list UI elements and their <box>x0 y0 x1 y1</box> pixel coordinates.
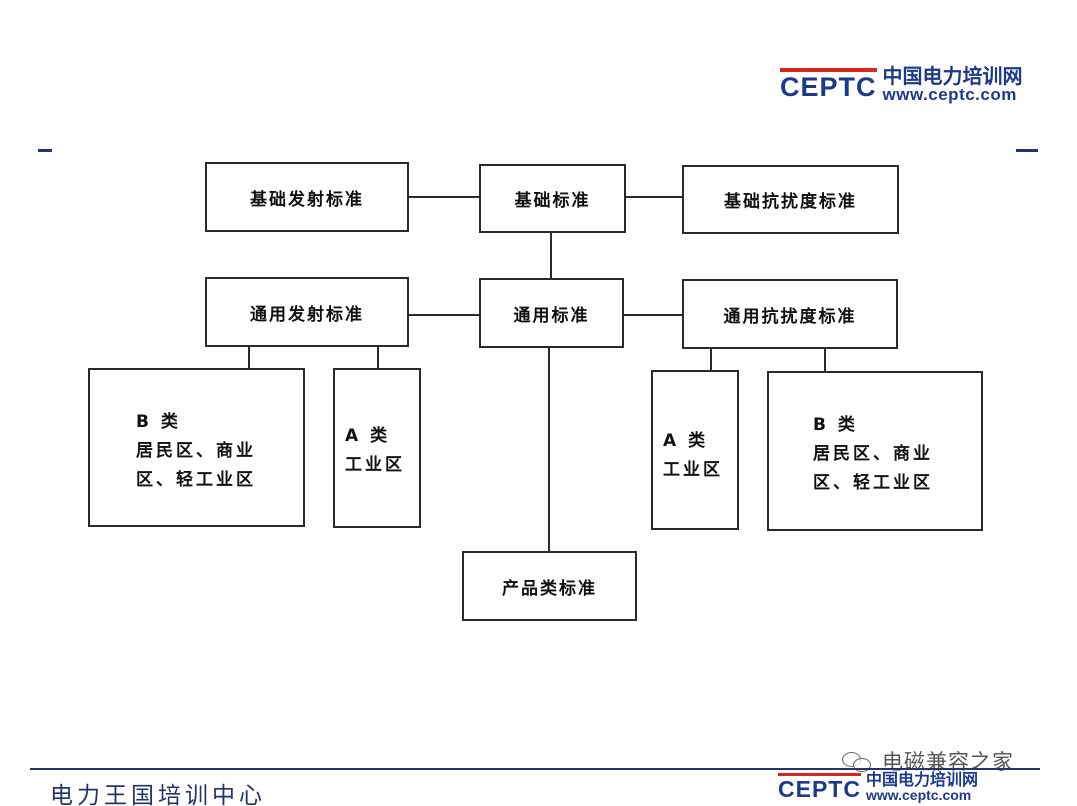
right-class-a-box: A 类 工业区 <box>651 370 739 530</box>
connector-immunity-class-a <box>710 348 712 371</box>
footer-logo: CEPTC 中国电力培训网 www.ceptc.com <box>778 771 978 803</box>
connector-basic-generic <box>550 232 552 278</box>
left-class-b-box: B 类 居民区、商业 区、轻工业区 <box>88 368 305 527</box>
generic-emission-standard-label: 通用发射标准 <box>250 304 364 325</box>
ceptc-logo-mark: CEPTC <box>780 66 877 104</box>
logo-url: www.ceptc.com <box>882 85 1017 104</box>
product-standard-label: 产品类标准 <box>502 578 597 599</box>
footer-ceptc-logo-mark: CEPTC <box>778 772 861 803</box>
basic-emission-standard-label: 基础发射标准 <box>250 189 364 210</box>
right-class-b-line-2: 居民区、商业 <box>813 444 933 464</box>
connector-emission-class-a <box>377 346 379 369</box>
footer-title: 电力王国培训中心 <box>50 783 266 806</box>
footer-logo-chinese-name: 中国电力培训网 <box>865 770 978 789</box>
left-class-b-line-3: 区、轻工业区 <box>136 470 256 490</box>
logo-chinese-name: 中国电力培训网 <box>882 64 1023 88</box>
right-class-b-line-1: B 类 <box>813 415 858 435</box>
right-class-b-box: B 类 居民区、商业 区、轻工业区 <box>767 371 983 531</box>
connector-emission-class-b <box>248 346 250 369</box>
footer-rule <box>30 768 1040 770</box>
basic-emission-standard-box: 基础发射标准 <box>205 162 409 232</box>
connector-generic-product <box>548 348 550 553</box>
generic-emission-standard-box: 通用发射标准 <box>205 277 409 347</box>
left-class-a-line-1: A 类 <box>345 426 391 446</box>
connector-generic-emission <box>408 314 480 316</box>
connector-generic-immunity <box>623 314 683 316</box>
right-class-b-line-3: 区、轻工业区 <box>813 473 933 493</box>
left-class-b-line-1: B 类 <box>136 412 181 432</box>
left-class-a-box: A 类 工业区 <box>333 368 421 528</box>
right-class-a-line-2: 工业区 <box>663 460 723 480</box>
basic-standard-label: 基础标准 <box>514 191 591 211</box>
basic-standard-box: 基础标准 <box>479 164 626 233</box>
footer-logo-url: www.ceptc.com <box>865 787 972 803</box>
generic-immunity-standard-box: 通用抗扰度标准 <box>682 279 898 349</box>
left-header-mark <box>38 149 52 152</box>
left-class-b-line-2: 居民区、商业 <box>136 441 256 461</box>
connector-immunity-class-b <box>824 348 826 372</box>
right-class-a-line-1: A 类 <box>663 431 709 451</box>
generic-immunity-standard-label: 通用抗扰度标准 <box>723 306 857 327</box>
watermark-text: 电磁兼容之家 <box>882 750 1014 774</box>
right-header-mark <box>1016 149 1038 152</box>
connector-basic-immunity <box>625 196 683 198</box>
header-logo: CEPTC 中国电力培训网 www.ceptc.com <box>780 66 1023 104</box>
connector-basic-emission <box>408 196 480 198</box>
generic-standard-label: 通用标准 <box>513 305 590 326</box>
basic-immunity-standard-box: 基础抗扰度标准 <box>682 165 899 234</box>
generic-standard-box: 通用标准 <box>479 278 624 348</box>
basic-immunity-standard-label: 基础抗扰度标准 <box>724 192 857 212</box>
left-class-a-line-2: 工业区 <box>345 455 405 475</box>
product-standard-box: 产品类标准 <box>462 551 637 621</box>
